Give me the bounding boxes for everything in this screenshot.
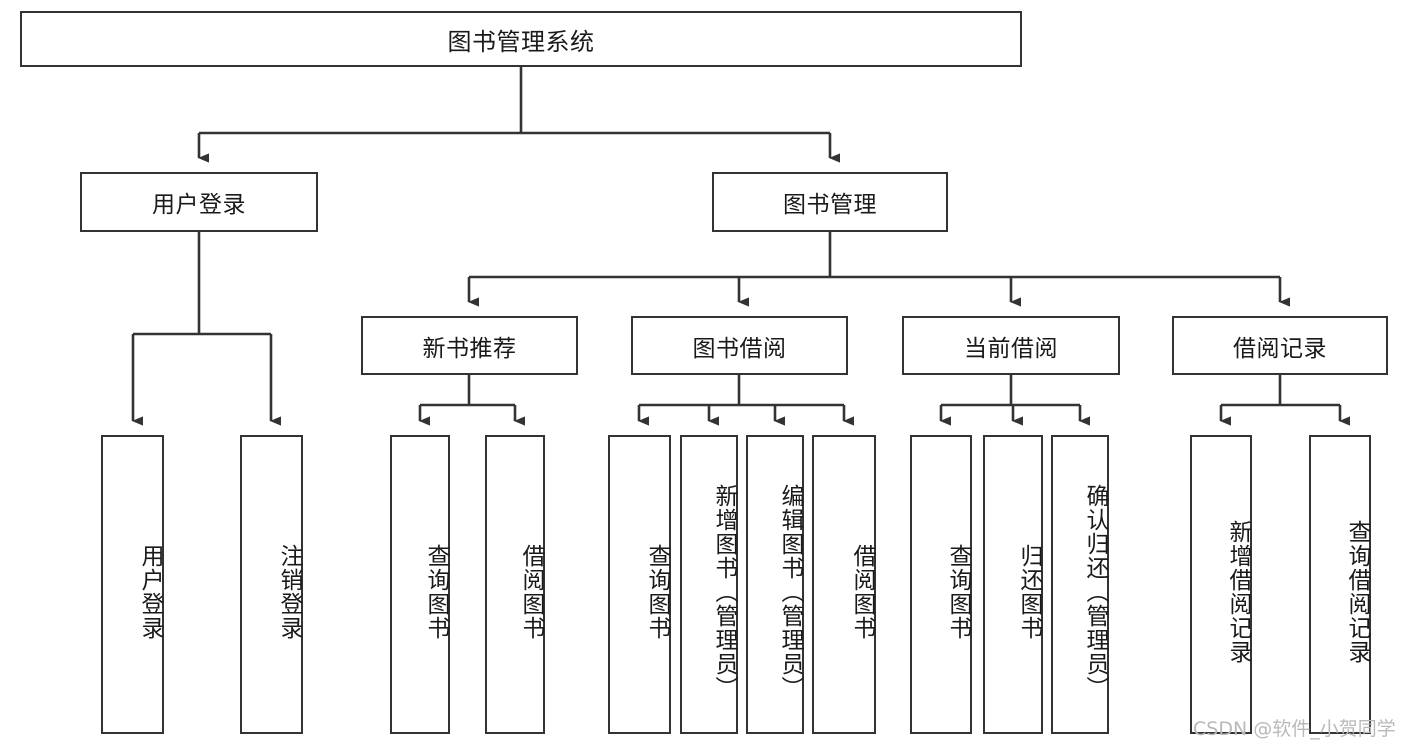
watermark-credit: CSDN @软件_小贺同学 xyxy=(1193,718,1396,740)
node-user-login[interactable]: 用户登录 xyxy=(80,172,318,232)
node-leaf-add-borrow-record[interactable]: 新增借阅记录 xyxy=(1190,435,1252,734)
node-borrow-record[interactable]: 借阅记录 xyxy=(1172,316,1388,375)
node-leaf-query-book-recommend[interactable]: 查询图书 xyxy=(390,435,450,734)
node-new-book-recommend[interactable]: 新书推荐 xyxy=(361,316,578,375)
node-leaf-user-login[interactable]: 用户登录 xyxy=(101,435,164,734)
node-leaf-borrow-book[interactable]: 借阅图书 xyxy=(812,435,876,734)
node-leaf-query-book-current[interactable]: 查询图书 xyxy=(910,435,972,734)
node-book-management[interactable]: 图书管理 xyxy=(712,172,948,232)
node-leaf-query-book-borrow[interactable]: 查询图书 xyxy=(608,435,671,734)
node-leaf-edit-book-admin[interactable]: 编辑图书（管理员） xyxy=(746,435,804,734)
node-root-system[interactable]: 图书管理系统 xyxy=(20,11,1022,67)
node-leaf-confirm-return-admin[interactable]: 确认归还（管理员） xyxy=(1051,435,1109,734)
node-current-borrow[interactable]: 当前借阅 xyxy=(902,316,1120,375)
node-leaf-return-book[interactable]: 归还图书 xyxy=(983,435,1043,734)
node-leaf-borrow-book-recommend[interactable]: 借阅图书 xyxy=(485,435,545,734)
node-leaf-query-borrow-record[interactable]: 查询借阅记录 xyxy=(1309,435,1371,734)
node-leaf-add-book-admin[interactable]: 新增图书（管理员） xyxy=(680,435,738,734)
node-book-borrow[interactable]: 图书借阅 xyxy=(631,316,848,375)
node-leaf-logout[interactable]: 注销登录 xyxy=(240,435,303,734)
